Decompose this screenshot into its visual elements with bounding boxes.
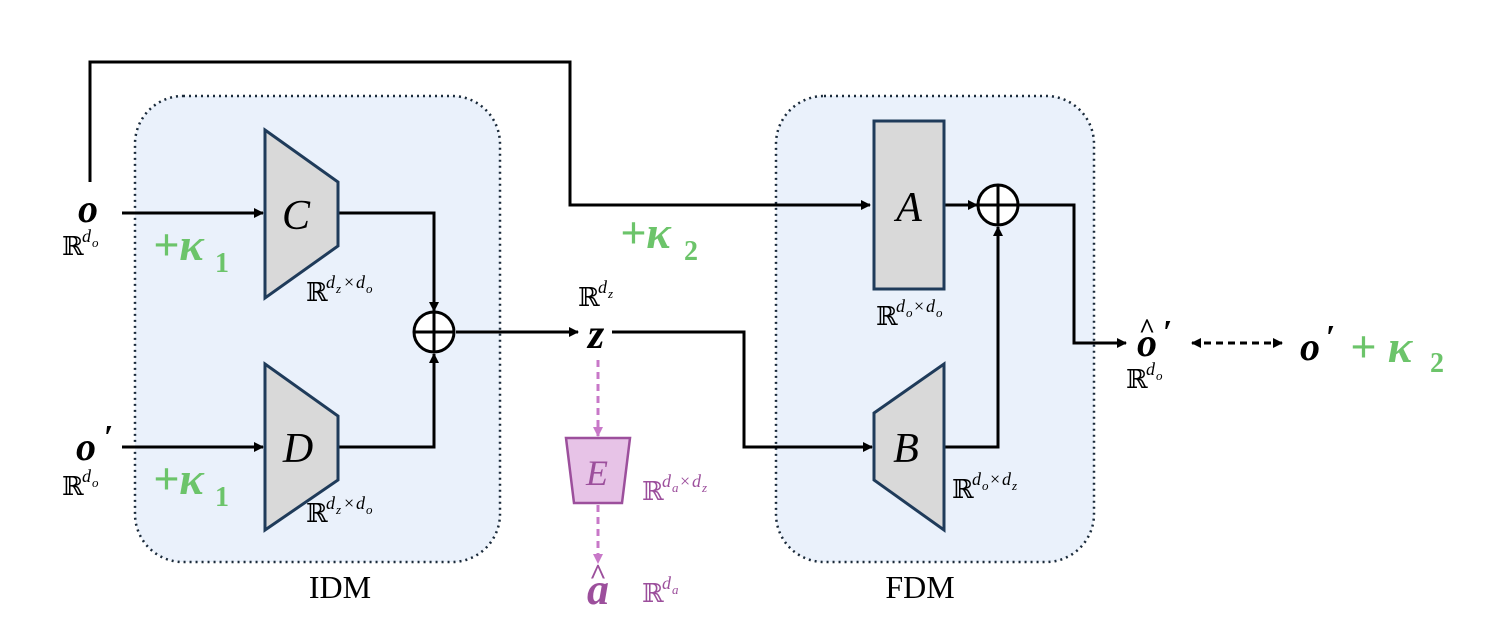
idm-label: IDM [309,569,371,605]
svg-text:d: d [662,573,672,593]
svg-text:d: d [356,272,366,292]
svg-text:d: d [82,466,92,486]
dim-d: ℝ d z × d o [306,493,373,528]
fdm-sum-node [976,183,1020,227]
action-decoder-e-block [564,436,632,505]
svg-text:d: d [1146,359,1156,379]
svg-text:d: d [598,277,608,297]
output-o-hat-space: ℝ d o [1126,359,1163,394]
svg-text:d: d [1002,469,1012,489]
svg-text:ℝ: ℝ [306,499,328,528]
fdm-label: FDM [885,569,954,605]
svg-text:d: d [82,226,92,246]
svg-text:+ κ: + κ [1350,321,1414,372]
svg-text:+κ: +κ [153,219,205,270]
svg-text:1: 1 [215,482,229,513]
svg-text:+κ: +κ [620,207,672,258]
svg-text:d: d [896,296,906,316]
dim-b: ℝ d o × d z [952,469,1017,504]
svg-text:ℝ: ℝ [306,278,328,307]
svg-text:z: z [1011,478,1017,493]
svg-text:×: × [344,272,354,292]
svg-text:ℝ: ℝ [1126,365,1148,394]
action-a-hat-label: a [587,565,609,614]
encoder-d-block [263,361,340,533]
noise-kappa1-top: +κ 1 [153,219,229,279]
output-o-hat-label: o [1137,320,1157,365]
svg-text:o: o [982,478,989,493]
svg-text:z: z [335,281,341,296]
block-a-label: A [893,185,922,231]
svg-text:×: × [914,296,924,316]
svg-text:o: o [936,305,943,320]
svg-text:a: a [672,480,679,495]
c-to-sum-arrow [338,211,439,312]
dim-c: ℝ d z × d o [306,272,373,307]
action-space: ℝ d a [642,573,679,608]
noise-kappa1-bottom: +κ 1 [153,453,229,513]
svg-text:×: × [680,471,690,491]
svg-text:d: d [972,469,982,489]
decoder-b-block [872,361,946,533]
svg-text:2: 2 [1430,348,1444,379]
svg-text:d: d [326,493,336,513]
action-hat-mark: ^ [589,558,606,591]
svg-text:×: × [344,493,354,513]
svg-text:d: d [926,296,936,316]
input-o-label: o [78,186,98,231]
input-oprime-label: o [76,424,96,469]
block-e-label: E [585,453,608,493]
svg-text:1: 1 [215,248,229,279]
encoder-c-block [263,127,340,301]
svg-text:o: o [366,502,373,517]
svg-text:2: 2 [684,236,698,267]
target-o-label: o [1300,324,1320,369]
latent-z-space: ℝ d z [578,277,613,312]
svg-text:ℝ: ℝ [578,283,600,312]
output-hat-mark: ^ [1139,314,1155,345]
input-oprime-space: ℝ d o [62,466,99,501]
block-b-label: B [893,426,919,472]
dim-e: ℝ d a × d z [642,471,707,506]
svg-text:o: o [366,281,373,296]
svg-text:ℝ: ℝ [62,232,84,261]
svg-text:o: o [906,305,913,320]
target-o-prime: ′ [1326,319,1336,356]
svg-text:d: d [326,272,336,292]
skip-connection-line [88,60,871,210]
svg-text:z: z [335,502,341,517]
svg-text:d: d [356,493,366,513]
svg-text:ℝ: ℝ [62,472,84,501]
svg-text:d: d [662,471,672,491]
svg-text:d: d [692,471,702,491]
svg-text:ℝ: ℝ [642,579,664,608]
svg-text:a: a [672,582,679,597]
svg-text:z: z [607,286,613,301]
matrix-a-block [872,119,946,291]
svg-text:×: × [990,469,1000,489]
svg-text:ℝ: ℝ [876,302,898,331]
output-o-hat-prime: ′ [1163,314,1173,351]
noise-kappa2: +κ 2 [620,207,698,267]
svg-text:ℝ: ℝ [952,475,974,504]
block-c-label: C [282,193,311,239]
block-d-label: D [282,426,313,472]
target-noise-kappa2: + κ 2 [1350,321,1444,379]
z-to-b-arrow [612,330,873,452]
b-to-sum-arrow [944,226,1003,449]
svg-text:o: o [1156,368,1163,383]
svg-text:ℝ: ℝ [642,477,664,506]
latent-z-label: z [586,312,605,358]
sum-to-output-arrow [1019,203,1127,348]
svg-text:o: o [92,475,99,490]
input-o-space: ℝ d o [62,226,99,261]
idm-sum-node [412,310,456,354]
svg-text:o: o [92,235,99,250]
dim-a: ℝ d o × d o [876,296,943,331]
svg-text:z: z [701,480,707,495]
input-oprime-prime: ′ [104,419,114,456]
d-to-sum-arrow [338,353,439,449]
svg-text:+κ: +κ [153,453,205,504]
